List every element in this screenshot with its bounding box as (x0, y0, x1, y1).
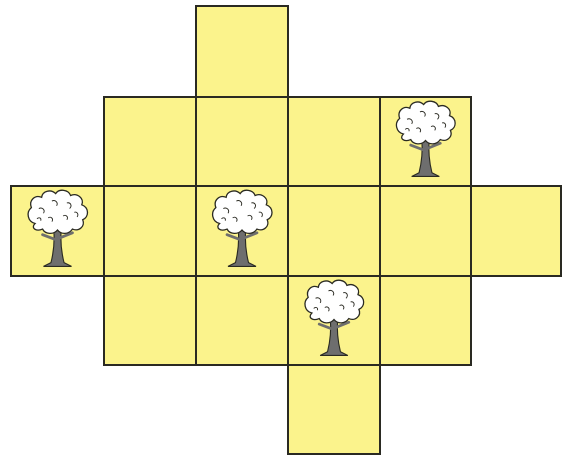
grid-cell (104, 97, 196, 186)
grid-cell (380, 186, 471, 276)
grid-cell (104, 186, 196, 276)
grid-cell (196, 276, 288, 365)
grid-cell (288, 97, 380, 186)
grid-cell (196, 6, 288, 97)
grid-cell (196, 97, 288, 186)
grid-cell (471, 186, 561, 276)
grid-cell (288, 186, 380, 276)
grid-cell (288, 365, 380, 454)
grid-cell (104, 276, 196, 365)
grid-cell (380, 276, 471, 365)
